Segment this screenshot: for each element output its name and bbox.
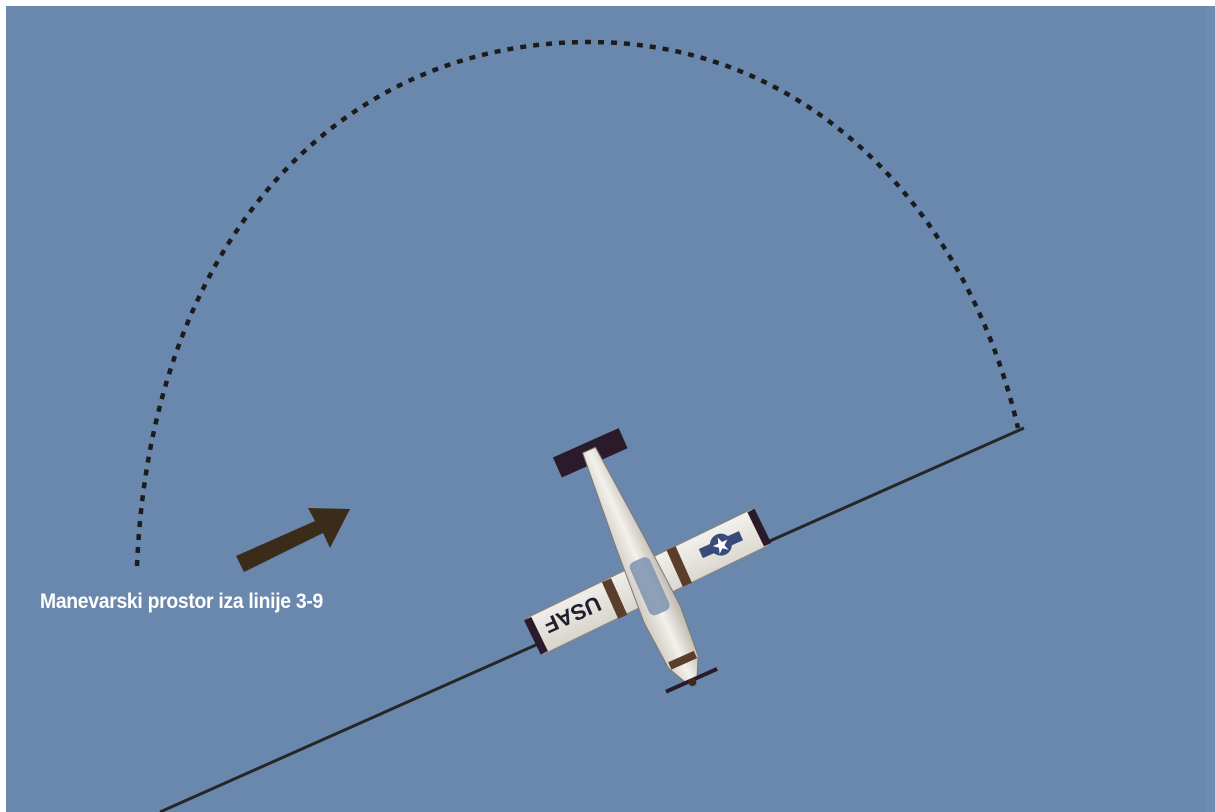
sky-background [6,6,1215,812]
sky-edge [1205,6,1215,812]
diagram-caption: Manevarski prostor iza linije 3-9 [40,590,323,614]
